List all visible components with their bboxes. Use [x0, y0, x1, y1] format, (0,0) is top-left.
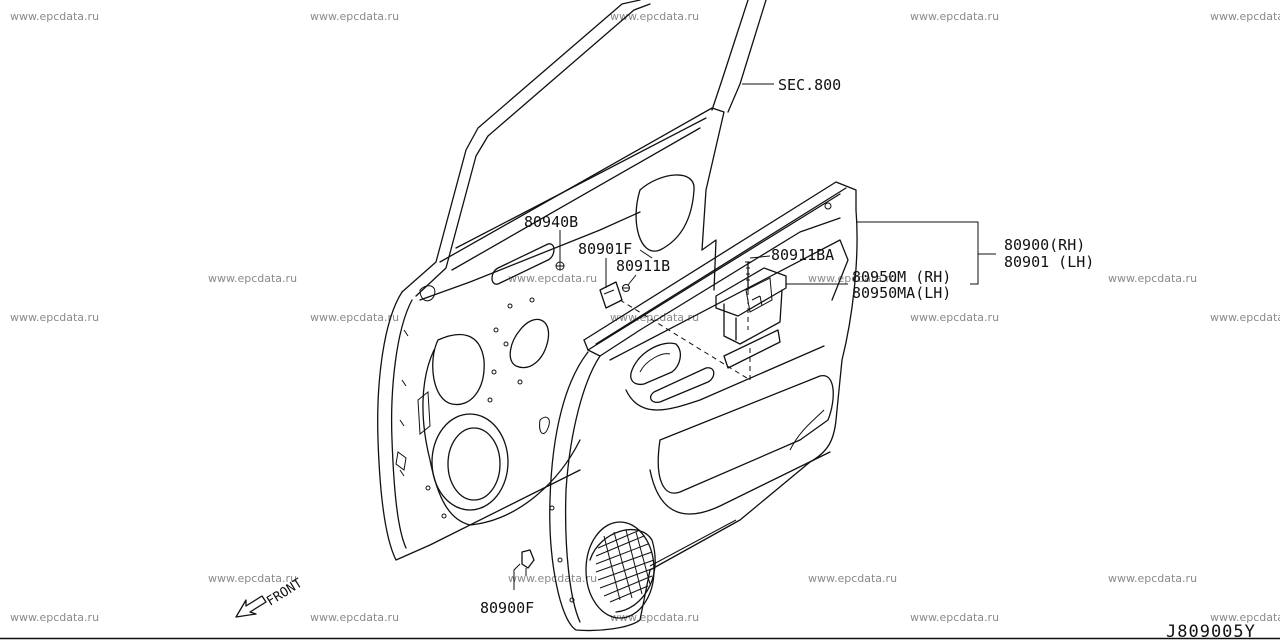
watermark: www.epcdata.ru	[610, 311, 699, 324]
speaker-grille	[595, 529, 655, 603]
label-80900-rh: 80900(RH)	[1004, 236, 1085, 254]
label-80950m-rh: 80950M (RH)	[852, 268, 951, 286]
label-80950ma-lh: 80950MA(LH)	[852, 284, 951, 302]
watermark: www.epcdata.ru	[310, 10, 399, 23]
front-arrow-icon	[235, 595, 267, 618]
door-trim-panel	[549, 181, 858, 632]
watermark: www.epcdata.ru	[910, 311, 999, 324]
watermark: www.epcdata.ru	[208, 272, 297, 285]
screw-80911ba	[745, 261, 751, 291]
watermark: www.epcdata.ru	[1210, 311, 1280, 324]
watermark: www.epcdata.ru	[310, 311, 399, 324]
watermark: www.epcdata.ru	[808, 272, 897, 285]
part-labels: SEC.800 80940B 80901F 80911B 80911BA 809…	[480, 76, 1094, 617]
watermark: www.epcdata.ru	[208, 572, 297, 585]
watermark: www.epcdata.ru	[310, 611, 399, 624]
watermark: www.epcdata.ru	[10, 611, 99, 624]
watermark: www.epcdata.ru	[1210, 611, 1280, 624]
label-80911b: 80911B	[616, 257, 670, 275]
label-80900f: 80900F	[480, 599, 534, 617]
alignment-line	[619, 299, 751, 381]
watermark: www.epcdata.ru	[508, 572, 597, 585]
watermark: www.epcdata.ru	[10, 10, 99, 23]
label-80911ba: 80911BA	[771, 246, 834, 264]
watermark: www.epcdata.ru	[910, 611, 999, 624]
label-80940b: 80940B	[524, 213, 578, 231]
clip-80900f	[521, 549, 535, 576]
watermark-layer: www.epcdata.ru www.epcdata.ru www.epcdat…	[10, 10, 1280, 624]
clip-80940b	[555, 261, 565, 271]
door-shell	[377, 0, 767, 561]
drawing-code: J809005Y	[1166, 622, 1256, 640]
watermark: www.epcdata.ru	[1108, 572, 1197, 585]
watermark: www.epcdata.ru	[808, 572, 897, 585]
watermark: www.epcdata.ru	[10, 311, 99, 324]
screw-80911b	[622, 284, 630, 292]
leader-lines	[513, 83, 996, 590]
watermark: www.epcdata.ru	[910, 10, 999, 23]
label-sec-800: SEC.800	[778, 76, 841, 94]
watermark: www.epcdata.ru	[1108, 272, 1197, 285]
watermark: www.epcdata.ru	[1210, 10, 1280, 23]
watermark: www.epcdata.ru	[508, 272, 597, 285]
watermark: www.epcdata.ru	[610, 10, 699, 23]
bracket-80901f	[599, 281, 623, 309]
label-80901-lh: 80901 (LH)	[1004, 253, 1094, 271]
label-80901f: 80901F	[578, 240, 632, 258]
